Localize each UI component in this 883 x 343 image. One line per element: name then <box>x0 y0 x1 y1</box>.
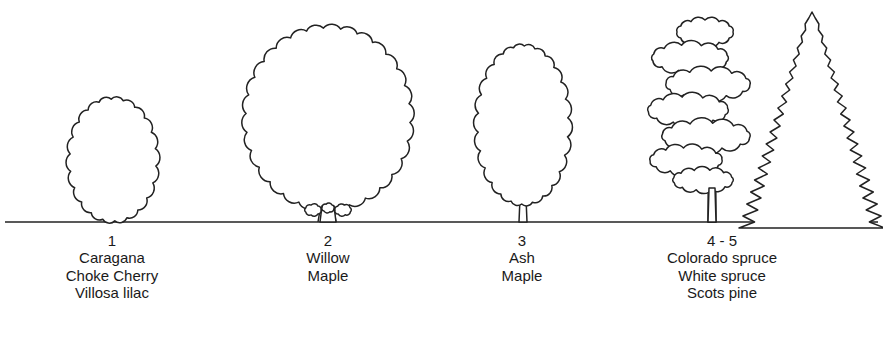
plant-name: Ash <box>509 249 535 266</box>
leaf-cluster <box>335 204 351 216</box>
leaf-cluster <box>322 203 334 213</box>
pine-branch-clump <box>673 166 734 193</box>
plant-name: Willow <box>306 249 349 266</box>
group-number: 4 - 5 <box>707 232 737 249</box>
plant-name: Scots pine <box>687 284 757 301</box>
group-number: 1 <box>108 232 116 249</box>
group-number: 2 <box>324 232 332 249</box>
plant-name: Villosa lilac <box>75 284 149 301</box>
shrub-crown <box>66 97 160 223</box>
spruce-crown <box>739 12 883 228</box>
plant-name: Caragana <box>79 249 145 266</box>
plant-name: White spruce <box>678 267 766 284</box>
plant-name: Choke Cherry <box>66 267 159 284</box>
plant-name: Colorado spruce <box>667 249 777 266</box>
group-number: 3 <box>518 232 526 249</box>
tree-crown <box>474 44 573 206</box>
plant-name: Maple <box>308 267 349 284</box>
plant-name: Maple <box>502 267 543 284</box>
trunk <box>708 188 716 222</box>
leaf-cluster <box>305 204 321 216</box>
ground-line <box>5 221 878 223</box>
tree-crown <box>242 24 414 212</box>
